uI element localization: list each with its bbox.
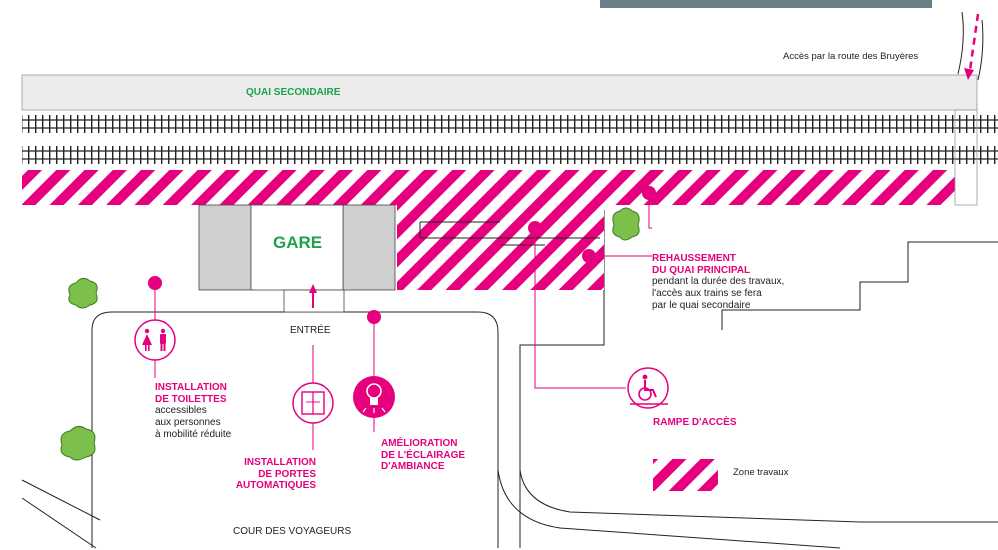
toilets-desc-3: à mobilité réduite	[155, 429, 232, 440]
direction-arrow-icon	[964, 13, 980, 80]
station-wing-right	[342, 204, 396, 291]
automatic-door-icon	[292, 382, 334, 424]
platform-raise-title-2: DU QUAI PRINCIPAL	[652, 264, 751, 276]
doors-title-3: AUTOMATIQUES	[235, 480, 316, 491]
courtyard-label: COUR DES VOYAGEURS	[233, 526, 352, 537]
platform-raise-desc-1: pendant la durée des travaux,	[652, 276, 785, 287]
works-zone-legend-swatch	[653, 459, 718, 491]
toilets-icon	[134, 319, 176, 361]
station-label: GARE	[273, 233, 323, 252]
secondary-platform	[21, 74, 978, 111]
lighting-callout: AMÉLIORATION DE L'ÉCLAIRAGE D'AMBIANCE	[381, 438, 465, 473]
station-building	[250, 204, 344, 291]
lighting-title-1: AMÉLIORATION	[381, 438, 458, 449]
toilets-desc-2: aux personnes	[155, 417, 221, 428]
photo-strip	[600, 0, 932, 8]
tree-icon	[612, 207, 640, 241]
platform-raise-desc-3: par le quai secondaire	[652, 300, 751, 311]
light-bulb-icon	[353, 376, 395, 418]
toilets-callout: INSTALLATION DE TOILETTES accessibles au…	[155, 382, 231, 441]
toilets-title-1: INSTALLATION	[155, 382, 227, 393]
callout-dots	[148, 186, 656, 324]
works-zone-legend-label: Zone travaux	[733, 467, 789, 478]
doors-callout: INSTALLATION DE PORTES AUTOMATIQUES	[215, 457, 316, 492]
railway-tracks	[22, 115, 998, 164]
ramp-callout: RAMPE D'ACCÈS	[653, 417, 737, 428]
platform-raise-title-1: REHAUSSEMENT	[652, 253, 736, 264]
road-outlines	[21, 11, 998, 549]
toilets-title-2: DE TOILETTES	[155, 393, 227, 405]
entrance-label: ENTRÉE	[290, 325, 331, 336]
lighting-title-2: DE L'ÉCLAIRAGE	[381, 449, 466, 461]
main-platform-works-zone	[22, 170, 955, 205]
tree-icon	[60, 425, 96, 461]
platform-raise-desc-2: l'accès aux trains se fera	[652, 288, 762, 299]
entrance-arrow	[309, 284, 317, 308]
doors-title-1: INSTALLATION	[244, 457, 316, 468]
access-road-label: Accès par la route des Bruyères	[783, 51, 919, 62]
platform-extension-works-zone	[397, 205, 604, 290]
platform-raise-callout: REHAUSSEMENT DU QUAI PRINCIPAL pendant l…	[652, 253, 784, 312]
wheelchair-icon	[627, 367, 669, 409]
lighting-title-3: D'AMBIANCE	[381, 461, 445, 472]
tree-icon	[68, 277, 98, 309]
secondary-platform-label: QUAI SECONDAIRE	[246, 87, 341, 98]
doors-title-2: DE PORTES	[258, 468, 316, 480]
toilets-desc-1: accessibles	[155, 405, 207, 416]
station-wing-left	[198, 204, 252, 291]
